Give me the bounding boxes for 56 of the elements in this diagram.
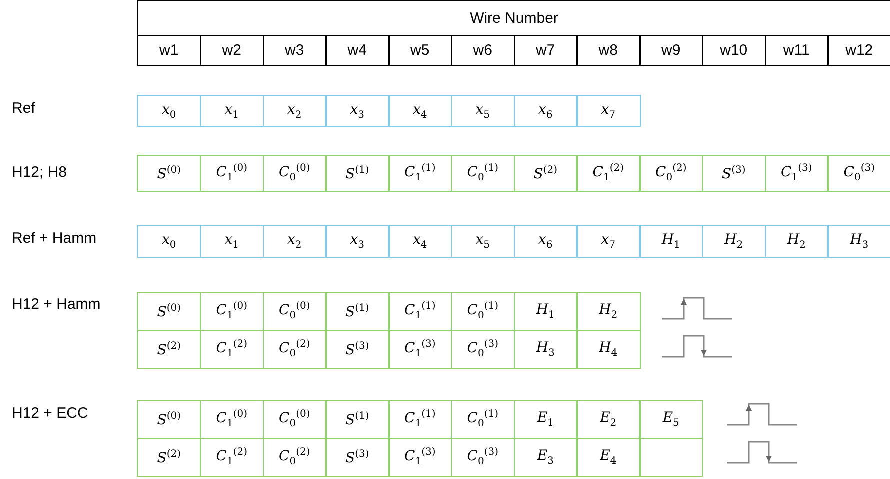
table-cell: S$^{(1)}$: [325, 292, 390, 331]
table-cell: w9: [639, 35, 704, 66]
table-cell: H$_{2}$: [702, 225, 766, 258]
table-cell: x$_{2}$: [262, 225, 327, 258]
table-cell: w11: [764, 35, 829, 66]
table-cell: x$_{7}$: [576, 95, 640, 127]
table-cell: H$_{2}$: [764, 225, 829, 258]
table-cell: w12: [827, 35, 890, 66]
table-cell: x$_{3}$: [325, 95, 390, 127]
row-label: Ref: [12, 100, 36, 117]
table-cell: x$_{1}$: [200, 95, 264, 127]
table-cell: w7: [514, 35, 578, 66]
table-cell: x$_{4}$: [388, 95, 452, 127]
table-cell: w3: [262, 35, 327, 66]
table-cell: S$^{(0)}$: [137, 292, 202, 331]
table-cell: x$_{3}$: [325, 225, 390, 258]
table-cell: S$^{(0)}$: [137, 155, 202, 192]
table-cell: E$_{2}$: [576, 400, 640, 439]
table-header: Wire Number: [137, 0, 890, 36]
table-cell: x$_{4}$: [388, 225, 452, 258]
table-cell: x$_{5}$: [450, 225, 515, 258]
table-cell: H$_{4}$: [576, 330, 640, 369]
table-cell: x$_{1}$: [200, 225, 264, 258]
table-cell: w1: [137, 35, 202, 66]
table-cell: w5: [388, 35, 452, 66]
table-cell: S$^{(3)}$: [702, 155, 766, 192]
table-cell: x$_{5}$: [450, 95, 515, 127]
table-cell: S$^{(1)}$: [325, 400, 390, 439]
table-cell: S$^{(2)}$: [137, 330, 202, 369]
table-cell: E$_{5}$: [639, 400, 704, 439]
table-cell: x$_{7}$: [576, 225, 640, 258]
table-cell: x$_{2}$: [262, 95, 327, 127]
table-cell: E$_{4}$: [576, 438, 640, 477]
table-cell: H$_{3}$: [514, 330, 578, 369]
table-cell: S$^{(2)}$: [137, 438, 202, 477]
table-cell: E$_{3}$: [514, 438, 578, 477]
table-cell: H$_{3}$: [827, 225, 890, 258]
table-cell: S$^{(0)}$: [137, 400, 202, 439]
table-cell: S$^{(3)}$: [325, 438, 390, 477]
table-cell: x$_{6}$: [514, 225, 578, 258]
table-cell: x$_{0}$: [137, 95, 202, 127]
row-label: H12 + Hamm: [12, 296, 101, 313]
row-label: H12; H8: [12, 164, 68, 181]
table-cell: E$_{1}$: [514, 400, 578, 439]
table-cell: S$^{(3)}$: [325, 330, 390, 369]
table-cell: S$^{(1)}$: [325, 155, 390, 192]
table-cell: H$_{1}$: [514, 292, 578, 331]
row-label: Ref + Hamm: [12, 230, 97, 247]
row-label: H12 + ECC: [12, 405, 88, 422]
table-cell: x$_{6}$: [514, 95, 578, 127]
table-cell: w4: [325, 35, 390, 66]
table-cell: x$_{0}$: [137, 225, 202, 258]
table-cell: H$_{2}$: [576, 292, 640, 331]
table-cell: H$_{1}$: [639, 225, 704, 258]
table-cell: S$^{(2)}$: [514, 155, 578, 192]
table-cell: w8: [576, 35, 640, 66]
